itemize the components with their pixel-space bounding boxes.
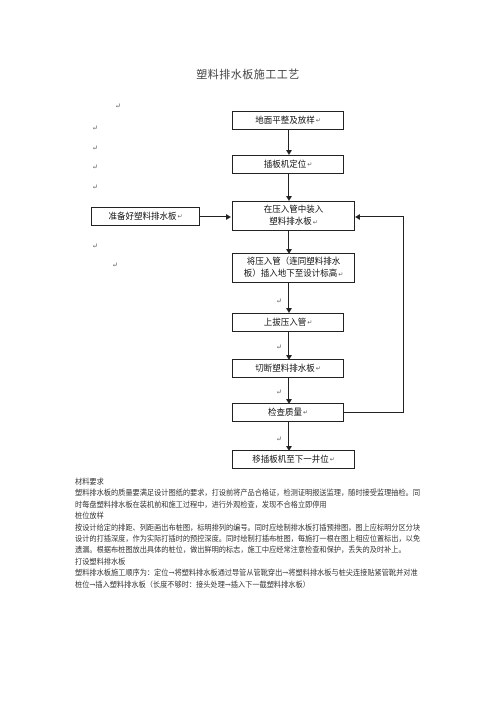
arrow-left-icon — [355, 213, 360, 220]
connector-line — [288, 422, 289, 447]
flow-step-label: 准备好塑料排水板 — [108, 211, 177, 222]
loop-connector — [360, 216, 404, 217]
paragraph: 塑料排水板施工顺序为：定位→将塑料排水板通过导管从管靴穿出→将塑料排水板与桩尖连… — [75, 568, 418, 589]
paragraph-mark: ↵ — [338, 270, 344, 278]
flow-step-load-board: 在压入管中装入 塑料排水板↵ — [232, 201, 355, 231]
flow-step-move-machine: 移插板机至下一井位↵ — [232, 450, 355, 469]
flow-side-prepare-board: 准备好塑料排水板↵ — [91, 207, 200, 226]
connector-line — [288, 283, 289, 309]
arrow-down-icon — [285, 446, 292, 451]
arrow-down-icon — [285, 150, 292, 155]
section-heading: 打设塑料排水板 — [75, 556, 126, 566]
flow-step-position-machine: 插板机定位↵ — [232, 155, 344, 174]
paragraph-mark: ↵ — [276, 297, 282, 305]
arrow-down-icon — [285, 399, 292, 404]
paragraph-mark: ↵ — [276, 388, 282, 396]
paragraph-mark: ↵ — [92, 144, 98, 152]
flow-step-lift-pipe: 上拔压入管↵ — [232, 313, 344, 332]
arrow-right-icon — [226, 213, 231, 220]
connector-line — [288, 130, 289, 151]
flow-step-label: 检查质量 — [267, 407, 302, 418]
paragraph-mark: ↵ — [329, 455, 335, 463]
paragraph-mark: ↵ — [177, 212, 183, 220]
paragraph-mark: ↵ — [115, 102, 121, 110]
flow-step-label: 插板机定位 — [263, 159, 307, 170]
paragraph: 按设计给定的排距、列距画出布桩图，标明排列的编号。同时应绘制排水板打插预排图，图… — [75, 522, 421, 555]
flow-step-label: 板）插入地下至设计标高 — [243, 268, 338, 279]
paragraph-mark: ↵ — [312, 218, 318, 226]
paragraph-mark: ↵ — [92, 242, 98, 250]
connector-line — [288, 378, 289, 400]
paragraph-mark: ↵ — [276, 435, 282, 443]
loop-connector — [344, 412, 404, 413]
section-heading: 桩位放样 — [75, 511, 104, 521]
connector-line — [288, 174, 289, 197]
flow-step-ground-leveling: 地面平整及放样↵ — [232, 111, 344, 130]
flow-step-label: 地面平整及放样 — [255, 115, 315, 126]
paragraph-mark: ↵ — [307, 160, 313, 168]
body-text: 材料要求 塑料排水板的质量要满足设计图纸的要求，打设前将产品合格证，检测证明报送… — [75, 476, 423, 590]
flow-step-label: 塑料排水板 — [269, 216, 312, 227]
flow-step-label: 将压入管（连同塑料排水 — [246, 256, 341, 267]
page-title: 塑料排水板施工工艺 — [196, 68, 300, 81]
flow-step-label: 切断塑料排水板 — [255, 363, 315, 374]
arrow-down-icon — [285, 196, 292, 201]
arrow-down-icon — [285, 249, 292, 254]
arrow-down-icon — [285, 308, 292, 313]
arrow-down-icon — [285, 355, 292, 360]
section-heading: 材料要求 — [75, 477, 104, 486]
paragraph-mark: ↵ — [92, 183, 98, 191]
paragraph-mark: ↵ — [302, 408, 309, 416]
flow-step-cut-board: 切断塑料排水板↵ — [232, 359, 344, 378]
paragraph-mark: ↵ — [315, 364, 321, 372]
paragraph-mark: ↵ — [112, 261, 118, 269]
loop-connector — [403, 216, 404, 413]
connector-line — [288, 231, 289, 250]
flow-step-insert-pipe: 将压入管（连同塑料排水 板）插入地下至设计标高↵ — [232, 253, 355, 283]
flow-step-inspect-quality: 检查质量↵ — [232, 403, 344, 422]
paragraph-mark: ↵ — [276, 343, 282, 351]
paragraph-mark: ↵ — [92, 124, 98, 132]
paragraph-mark: ↵ — [92, 163, 98, 171]
flow-step-label: 上拔压入管 — [263, 317, 307, 328]
flow-step-label: 移插板机至下一井位 — [252, 454, 329, 465]
paragraph: 塑料排水板的质量要满足设计图纸的要求，打设前将产品合格证，检测证明报送监理，随时… — [75, 488, 421, 509]
connector-line — [200, 216, 227, 217]
flow-step-label: 在压入管中装入 — [263, 204, 324, 215]
connector-line — [288, 332, 289, 356]
paragraph-mark: ↵ — [315, 116, 321, 124]
paragraph-mark: ↵ — [307, 318, 313, 326]
